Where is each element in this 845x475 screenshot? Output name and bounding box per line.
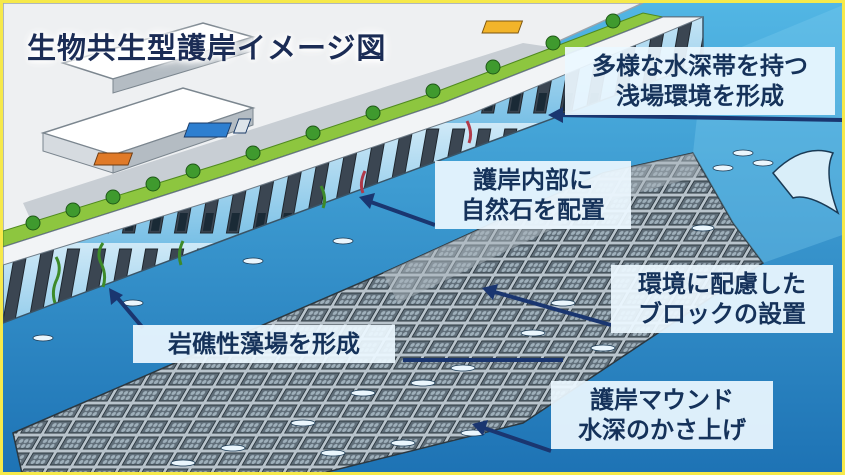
seaweed-icon <box>51 185 327 304</box>
callout-stones-line1: 護岸内部に <box>473 166 593 194</box>
tree-icon <box>25 13 621 231</box>
quay-top <box>3 16 704 266</box>
diagram-title: 生物共生型護岸イメージ図 <box>27 31 387 65</box>
callout-shallows-line2: 浅場環境を形成 <box>616 82 784 110</box>
callout-stones-line2: 自然石を配置 <box>461 196 605 224</box>
arrow-icon <box>359 193 436 227</box>
truck-icon <box>481 20 524 34</box>
arrow-icon <box>109 288 145 330</box>
callout-shallows-line1: 多様な水深帯を持つ <box>592 52 808 80</box>
truck-icon <box>183 118 252 138</box>
arrow-icon <box>472 420 552 453</box>
callout-seaweed: 岩礁性藻場を形成 <box>133 325 395 363</box>
arrow-icon <box>482 284 612 327</box>
callout-blocks-line1: 環境に配慮した <box>638 270 806 298</box>
callout-shallows: 多様な水深帯を持つ 浅場環境を形成 <box>565 47 835 115</box>
callout-mound: 護岸マウンド 水深のかさ上げ <box>551 381 773 449</box>
seaweed-icon <box>359 120 473 194</box>
callout-seaweed-line1: 岩礁性藻場を形成 <box>168 330 360 358</box>
callout-stones: 護岸内部に 自然石を配置 <box>435 161 631 229</box>
truck-icon <box>93 152 134 166</box>
manta-ray-icon <box>771 149 840 215</box>
fish-icon <box>32 149 774 467</box>
callout-blocks: 環境に配慮した ブロックの設置 <box>611 265 833 333</box>
warehouse-icon <box>60 22 256 94</box>
arrow-icon <box>548 107 842 123</box>
callout-blocks-line2: ブロックの設置 <box>638 300 806 328</box>
callout-mound-line1: 護岸マウンド <box>590 386 734 414</box>
callout-mound-line2: 水深のかさ上げ <box>578 416 746 444</box>
